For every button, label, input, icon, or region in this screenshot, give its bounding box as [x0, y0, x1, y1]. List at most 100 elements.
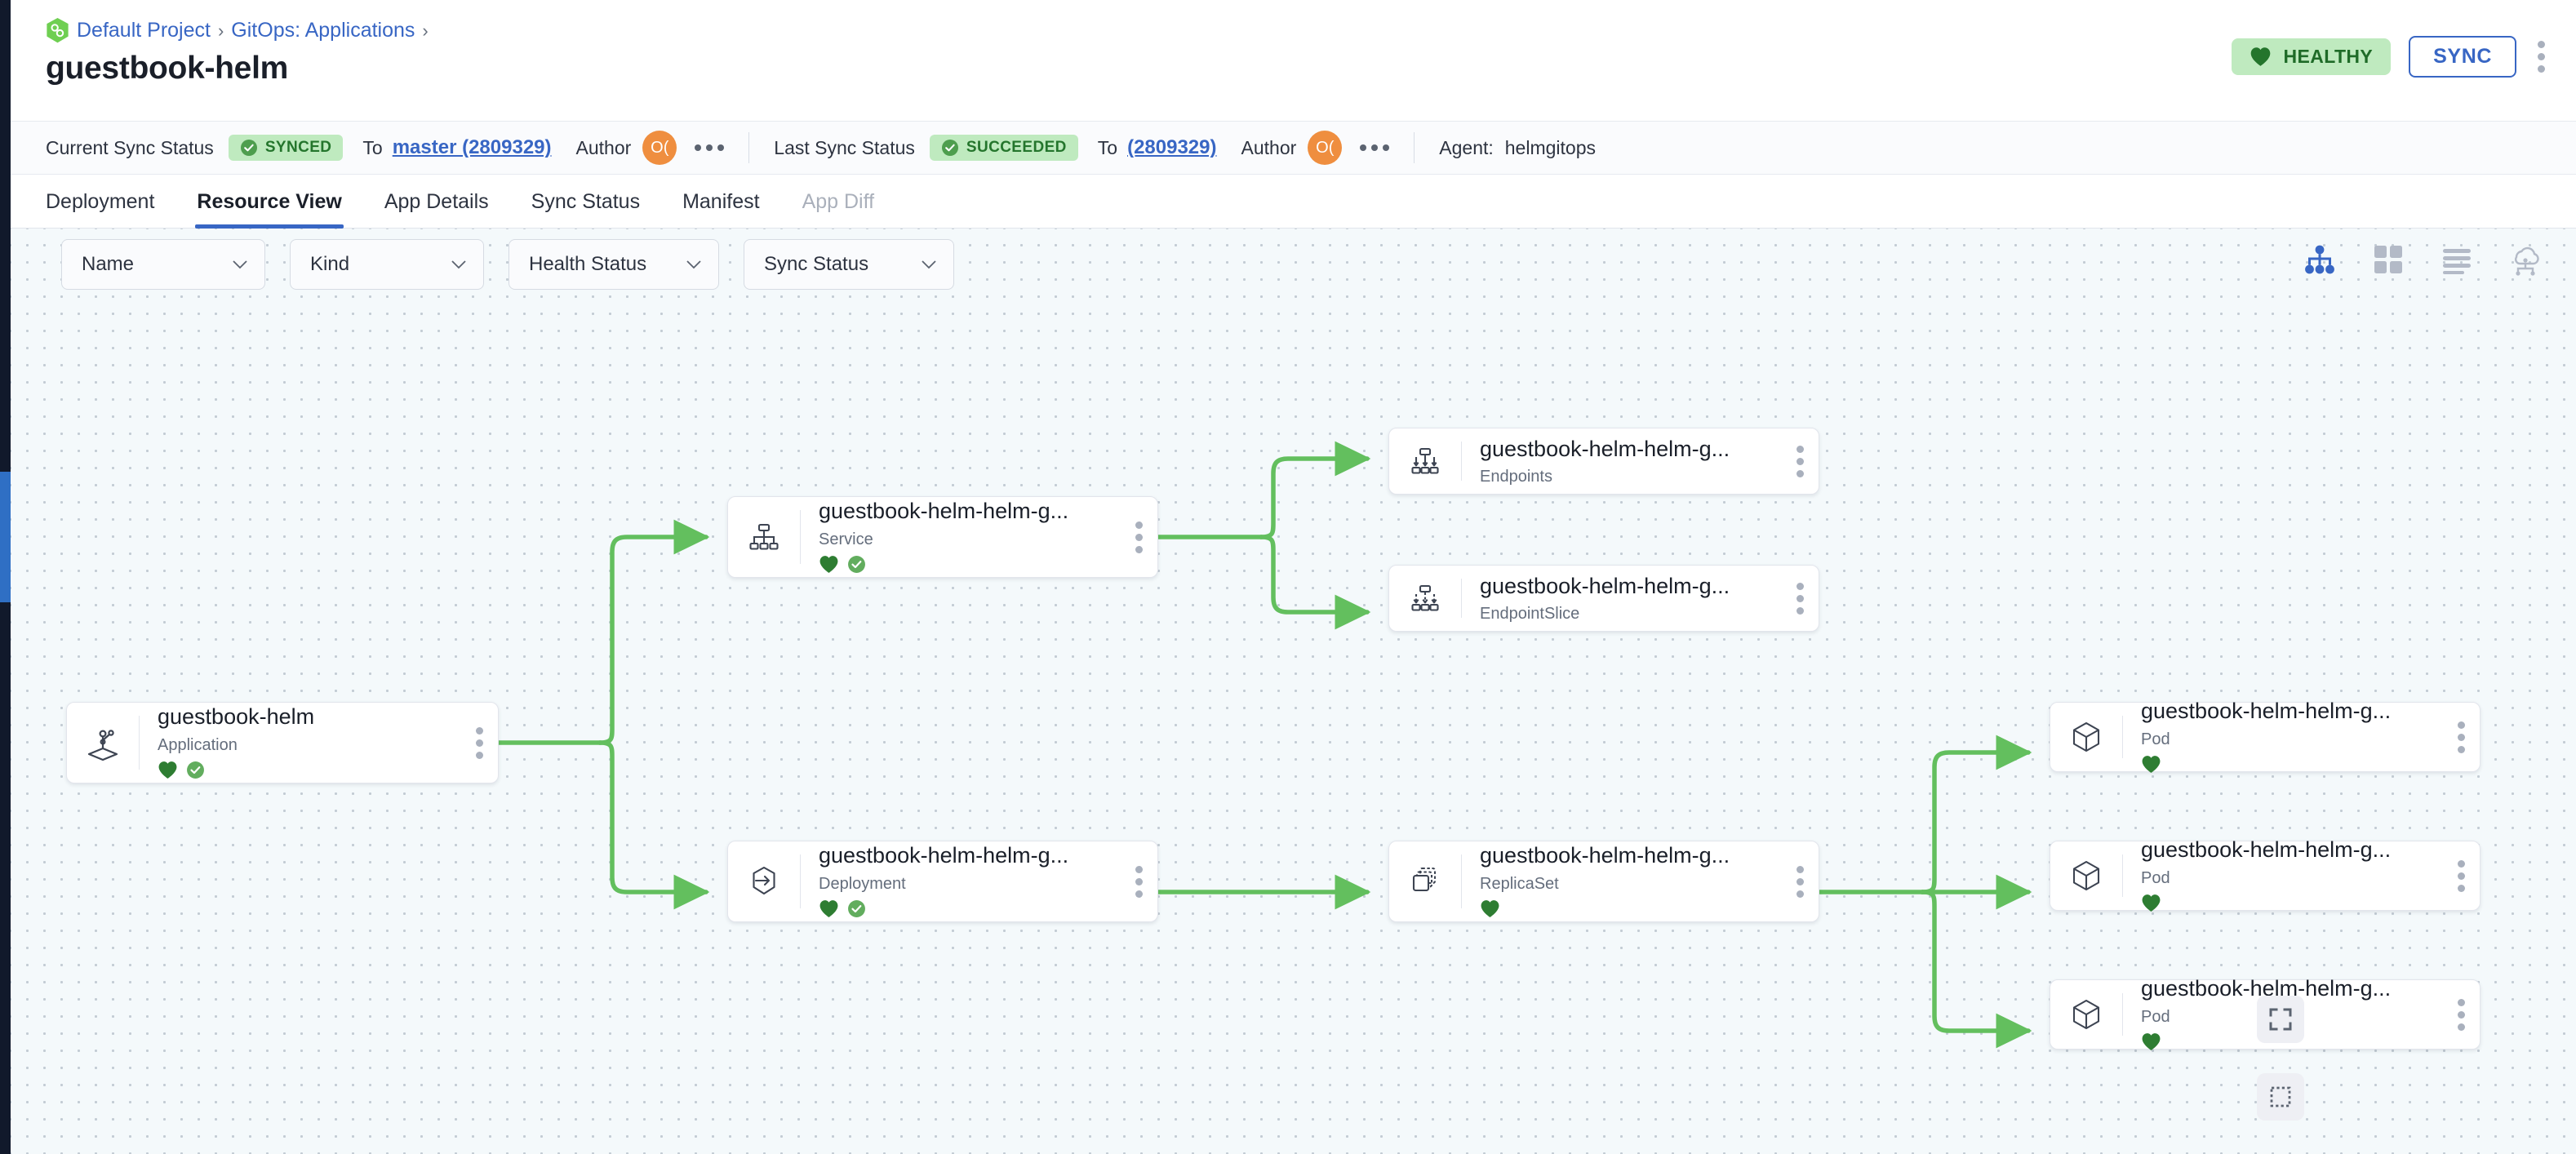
node-content: guestbook-helm-helm-g... Endpoints: [1462, 437, 1790, 486]
heart-icon: [819, 556, 838, 573]
last-author-avatar[interactable]: O(: [1308, 131, 1343, 165]
node-overflow-menu-icon[interactable]: [469, 721, 490, 766]
graph-node-deployment[interactable]: guestbook-helm-helm-g... Deployment: [727, 841, 1158, 922]
left-rail: [0, 0, 11, 1154]
node-overflow-menu-icon[interactable]: [1790, 859, 1810, 904]
breadcrumb-item-default-project[interactable]: Default Project: [77, 19, 211, 42]
tab-bar: Deployment Resource View App Details Syn…: [11, 175, 2576, 229]
tab-deployment[interactable]: Deployment: [46, 190, 155, 213]
header-overflow-menu-icon[interactable]: [2534, 38, 2548, 76]
node-overflow-menu-icon[interactable]: [2451, 854, 2472, 899]
graph-node-application[interactable]: guestbook-helm Application: [66, 702, 499, 783]
filter-name-label: Name: [82, 253, 135, 275]
grid-view-icon[interactable]: [2372, 243, 2405, 276]
node-content: guestbook-helm-helm-g... Pod: [2123, 699, 2451, 775]
node-kind: ReplicaSet: [1480, 874, 1559, 893]
graph-node-service[interactable]: guestbook-helm-helm-g... Service: [727, 496, 1158, 578]
tab-resource-view[interactable]: Resource View: [195, 190, 344, 229]
current-sync-status-chip-label: SYNCED: [264, 139, 332, 156]
graph-toolbar: Name Kind Health Status Sync Status: [11, 229, 2576, 300]
tab-sync-status[interactable]: Sync Status: [531, 190, 641, 213]
node-divider: [1461, 442, 1462, 481]
current-author-avatar[interactable]: O(: [642, 131, 677, 165]
node-content: guestbook-helm-helm-g... Pod: [2123, 976, 2451, 1052]
current-sync-status-label: Current Sync Status: [46, 136, 214, 158]
node-overflow-menu-icon[interactable]: [1790, 576, 1810, 621]
marquee-select-button[interactable]: [2257, 1073, 2304, 1121]
node-overflow-menu-icon[interactable]: [1129, 859, 1149, 904]
node-overflow-menu-icon[interactable]: [1129, 515, 1149, 560]
last-author-overflow-icon[interactable]: [1360, 144, 1390, 151]
graph-node-pod-2[interactable]: guestbook-helm-helm-g... Pod: [2050, 837, 2481, 914]
node-content: guestbook-helm-helm-g... Service: [801, 499, 1129, 575]
pod-icon: [2050, 857, 2122, 894]
node-content: guestbook-helm-helm-g... ReplicaSet: [1462, 843, 1790, 919]
filter-name-select[interactable]: Name: [61, 239, 265, 290]
node-title: guestbook-helm: [158, 704, 315, 730]
network-view-icon[interactable]: [2509, 243, 2542, 276]
node-divider: [139, 716, 140, 770]
page-header: Default Project › GitOps: Applications ›…: [11, 0, 2576, 121]
graph-edges: [486, 441, 2032, 1049]
tree-view-icon[interactable]: [2303, 243, 2336, 276]
node-title: guestbook-helm-helm-g...: [819, 843, 1069, 868]
tab-app-diff: App Diff: [802, 190, 875, 213]
tab-app-details[interactable]: App Details: [384, 190, 489, 213]
current-author-label: Author: [575, 136, 632, 158]
node-overflow-menu-icon[interactable]: [1790, 439, 1810, 484]
breadcrumb-item-gitops-applications[interactable]: GitOps: Applications: [231, 19, 415, 42]
graph-node-endpointslice[interactable]: guestbook-helm-helm-g... EndpointSlice: [1388, 565, 1819, 632]
current-author-overflow-icon[interactable]: [695, 144, 725, 151]
resource-graph-canvas[interactable]: Name Kind Health Status Sync Status: [11, 229, 2576, 1154]
filter-kind-select[interactable]: Kind: [290, 239, 484, 290]
chevron-down-icon: [451, 260, 466, 269]
node-badges: [2141, 1032, 2451, 1053]
current-sync-status-chip: SYNCED: [228, 135, 344, 161]
node-overflow-menu-icon[interactable]: [2451, 992, 2472, 1037]
current-revision-link[interactable]: master (2809329): [392, 136, 552, 158]
node-kind: Deployment: [819, 874, 906, 893]
last-sync-status-chip: SUCCEEDED: [929, 135, 1078, 161]
check-circle-icon: [187, 761, 204, 779]
left-rail-active-indicator[interactable]: [0, 472, 11, 602]
node-kind: Application: [158, 735, 238, 754]
list-view-icon[interactable]: [2441, 243, 2473, 276]
check-circle-icon: [941, 140, 958, 156]
graph-node-replicaset[interactable]: guestbook-helm-helm-g... ReplicaSet: [1388, 841, 1819, 922]
endpoints-icon: [1389, 442, 1461, 480]
check-circle-icon: [848, 900, 865, 917]
node-kind: Pod: [2141, 868, 2170, 887]
node-divider: [1461, 579, 1462, 618]
endpointslice-icon: [1389, 579, 1461, 617]
chevron-down-icon: [922, 260, 936, 269]
graph-node-pod-1[interactable]: guestbook-helm-helm-g... Pod: [2050, 699, 2481, 775]
heart-icon: [819, 900, 838, 917]
filter-health-status-select[interactable]: Health Status: [509, 239, 719, 290]
node-divider: [800, 510, 801, 564]
sync-button[interactable]: SYNC: [2409, 36, 2516, 78]
current-to-label: To: [362, 136, 383, 158]
heart-icon: [2142, 1033, 2161, 1050]
pod-icon: [2050, 718, 2122, 756]
node-content: guestbook-helm-helm-g... EndpointSlice: [1462, 574, 1790, 623]
last-revision-link[interactable]: (2809329): [1127, 136, 1217, 158]
node-badges: [158, 760, 469, 781]
service-icon: [728, 518, 800, 556]
chevron-down-icon: [233, 260, 247, 269]
node-title: guestbook-helm-helm-g...: [819, 499, 1069, 524]
node-title: guestbook-helm-helm-g...: [1480, 573, 1730, 598]
node-badges: [2141, 893, 2451, 914]
filter-sync-status-select[interactable]: Sync Status: [744, 239, 954, 290]
tab-manifest[interactable]: Manifest: [682, 190, 760, 213]
application-icon: [67, 724, 139, 761]
graph-node-endpoints[interactable]: guestbook-helm-helm-g... Endpoints: [1388, 428, 1819, 495]
breadcrumb-separator: ›: [217, 20, 224, 41]
page-title: guestbook-helm: [46, 51, 288, 86]
last-sync-status-label: Last Sync Status: [774, 136, 915, 158]
node-kind: Pod: [2141, 1007, 2170, 1026]
node-kind: Endpoints: [1480, 468, 1552, 486]
fit-to-screen-button[interactable]: [2257, 996, 2304, 1043]
node-content: guestbook-helm-helm-g... Deployment: [801, 843, 1129, 919]
node-overflow-menu-icon[interactable]: [2451, 715, 2472, 760]
health-status-badge: HEALTHY: [2232, 38, 2392, 75]
